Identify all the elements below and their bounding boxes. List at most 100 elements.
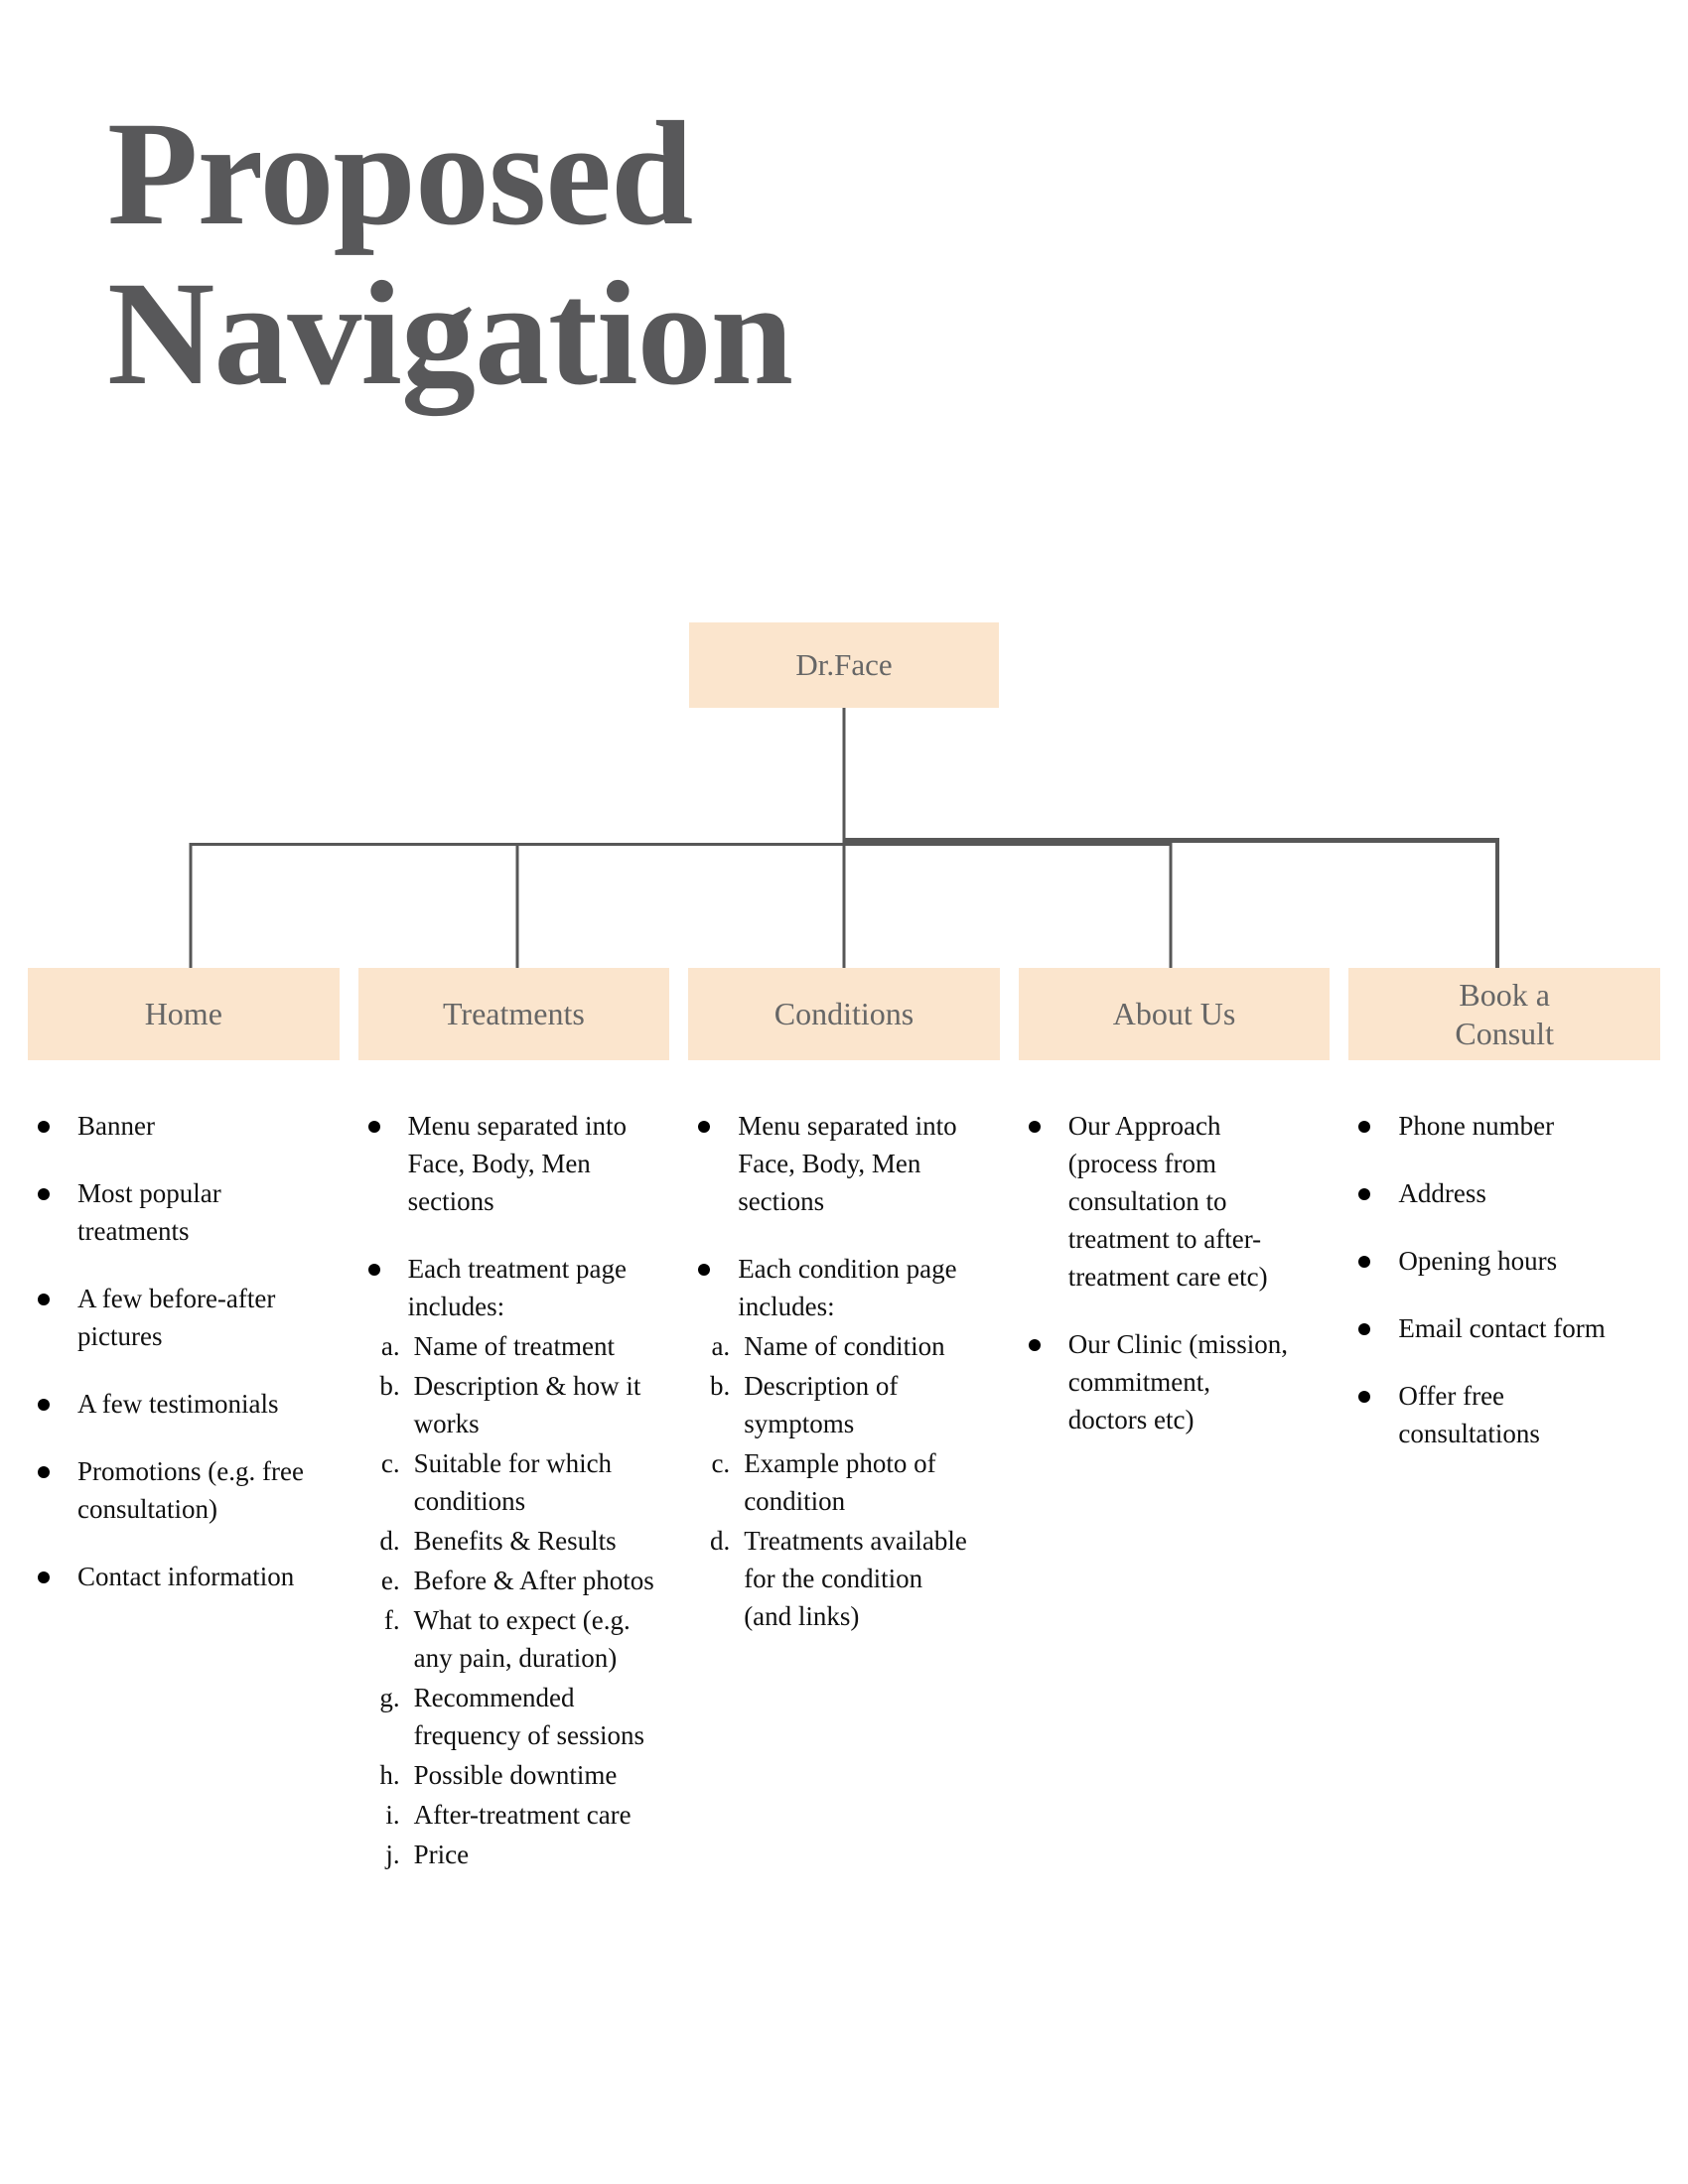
sublist-item-text: Recommended frequency of sessions — [413, 1683, 645, 1750]
sublist-item: a. Name of condition — [688, 1327, 1000, 1365]
sublist-marker: c. — [380, 1448, 400, 1478]
sublist-marker: a. — [711, 1331, 731, 1361]
sublist-item: h.Possible downtime — [358, 1756, 670, 1794]
list-item-text: Our Approach (process from consultation … — [1067, 1111, 1268, 1292]
sublist-item: b. Description & how it works — [358, 1367, 670, 1442]
sublist-marker: f. — [383, 1605, 400, 1635]
list-item: Most popular treatments — [28, 1174, 340, 1250]
sublist-item: b. Description of symptoms — [688, 1367, 1000, 1442]
bullet-list: Our Approach (process from consultation … — [1019, 1107, 1331, 1438]
list-item: Our Clinic (mission, commitment, doctors… — [1019, 1325, 1331, 1438]
bullet-icon — [38, 1399, 50, 1411]
sublist-item: c. Example photo of condition — [688, 1444, 1000, 1520]
node-root: Dr.Face — [689, 622, 999, 708]
page-title: Proposed Navigation — [107, 91, 793, 416]
sublist-item-text: Name of condition — [744, 1331, 945, 1361]
node-label: Conditions — [774, 996, 914, 1032]
bullet-icon — [698, 1264, 711, 1276]
list-item-text: Promotions (e.g. free consultation) — [77, 1456, 304, 1524]
connector-horizontal-thin — [191, 843, 1171, 846]
bullet-icon — [1358, 1188, 1371, 1200]
list-item-text: Menu separated into Face, Body, Men sect… — [738, 1111, 957, 1216]
sublist-marker: b. — [379, 1371, 400, 1401]
connector-drop-treatments — [515, 843, 519, 968]
sublist-item: i.After-treatment care — [358, 1796, 670, 1834]
sublist-marker: c. — [711, 1448, 731, 1478]
sublist-item-text: Price — [413, 1840, 470, 1869]
sublist-item: a. Name of treatment — [358, 1327, 670, 1365]
lettered-sublist: a. Name of condition b. Description of symp… — [688, 1327, 1000, 1635]
bullet-icon — [1358, 1391, 1371, 1403]
sublist-marker: j. — [385, 1840, 400, 1869]
list-item: Menu separated into Face, Body, Men sect… — [688, 1107, 1000, 1220]
sublist-marker: a. — [380, 1331, 400, 1361]
details-conditions: Menu separated into Face, Body, Men sect… — [688, 1107, 1000, 1903]
node-conditions: Conditions — [688, 968, 1000, 1060]
sublist-item-text: Description of symptoms — [744, 1371, 899, 1438]
sublist-marker: g. — [379, 1683, 400, 1712]
sublist-item: e. Before & After photos — [358, 1562, 670, 1599]
list-item: Each condition page includes:a. Name of c… — [688, 1250, 1000, 1635]
list-item-text: Menu separated into Face, Body, Men sect… — [407, 1111, 628, 1216]
sublist-item-text: Example photo of condition — [744, 1448, 936, 1516]
node-book-a-consult: Book a Consult — [1348, 968, 1660, 1060]
list-item-text: Banner — [77, 1111, 155, 1141]
bullet-icon — [1358, 1121, 1371, 1133]
bullet-icon — [367, 1264, 380, 1276]
list-item: Offer free consultations — [1348, 1377, 1660, 1452]
list-item: Contact information — [28, 1558, 340, 1595]
details-treatments: Menu separated into Face, Body, Men sect… — [358, 1107, 670, 1903]
bullet-icon — [1028, 1121, 1041, 1133]
bullet-icon — [1358, 1323, 1371, 1335]
tree-connectors — [28, 708, 1660, 968]
sublist-item-text: Name of treatment — [413, 1331, 616, 1361]
list-item-text: Each condition page includes: — [738, 1254, 957, 1321]
node-home: Home — [28, 968, 340, 1060]
sublist-item: f. What to expect (e.g. any pain, duratio… — [358, 1601, 670, 1677]
sublist-item-text: After-treatment care — [413, 1800, 632, 1830]
bullet-icon — [38, 1571, 50, 1583]
bullet-icon — [38, 1188, 50, 1200]
list-item: Each treatment page includes:a. Name of t… — [358, 1250, 670, 1873]
list-item-text: Opening hours — [1398, 1246, 1558, 1276]
list-item-text: Our Clinic (mission, commitment, doctors… — [1067, 1329, 1289, 1434]
list-item-text: Most popular treatments — [77, 1178, 221, 1246]
sublist-item: d.Treatments available for the condition… — [688, 1522, 1000, 1635]
root-node-label: Dr.Face — [795, 647, 893, 683]
list-item: Banner — [28, 1107, 340, 1145]
sublist-item-text: Suitable for which conditions — [413, 1448, 613, 1516]
bullet-icon — [38, 1294, 50, 1305]
sublist-marker: b. — [709, 1371, 731, 1401]
sublist-item-text: Benefits & Results — [413, 1526, 617, 1556]
list-item: A few testimonials — [28, 1385, 340, 1423]
sublist-item-text: Before & After photos — [413, 1566, 654, 1595]
bullet-list: Menu separated into Face, Body, Men sect… — [358, 1107, 670, 1873]
list-item-text: Offer free consultations — [1398, 1381, 1540, 1448]
node-about-us: About Us — [1018, 968, 1331, 1060]
sublist-item-text: What to expect (e.g. any pain, duration) — [413, 1605, 631, 1673]
sublist-item-text: Treatments available for the condition (… — [744, 1526, 967, 1631]
list-item-text: Phone number — [1398, 1111, 1555, 1141]
bullet-icon — [38, 1466, 50, 1478]
node-label: Home — [144, 996, 222, 1032]
list-item: Email contact form — [1348, 1309, 1660, 1347]
node-treatments: Treatments — [357, 968, 670, 1060]
bullet-icon — [367, 1121, 380, 1133]
details-about-us: Our Approach (process from consultation … — [1019, 1107, 1331, 1903]
list-item-text: Each treatment page includes: — [407, 1254, 627, 1321]
sublist-item: j. Price — [358, 1836, 670, 1873]
sublist-marker: d. — [379, 1526, 400, 1556]
sublist-marker: e. — [380, 1566, 400, 1595]
list-item-text: Contact information — [77, 1562, 295, 1591]
lettered-sublist: a. Name of treatment b. Description & how i… — [358, 1327, 670, 1873]
list-item: Opening hours — [1348, 1242, 1660, 1280]
sublist-item-text: Description & how it works — [413, 1371, 641, 1438]
connector-drop-about-us — [1169, 843, 1173, 968]
list-item-text: A few before-after pictures — [77, 1284, 276, 1351]
